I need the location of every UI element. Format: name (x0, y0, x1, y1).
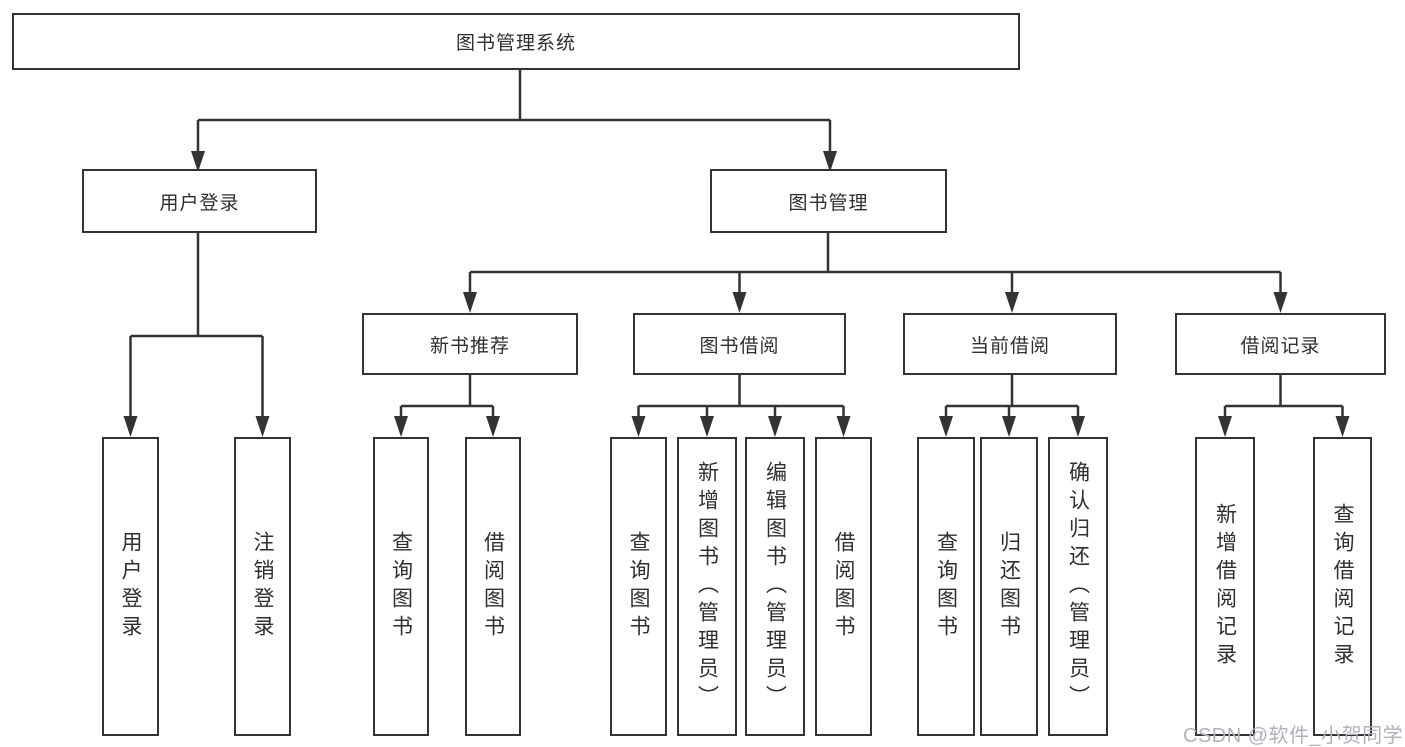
leaf-query-books-recommend-label: 查询图书 (389, 530, 413, 643)
leaf-user-login-label: 用户登录 (119, 530, 142, 643)
node-book-borrowing-label: 图书借阅 (699, 335, 780, 357)
leaf-confirm-return-admin: 确认归还（管理员） (1048, 437, 1108, 736)
leaf-query-borrow-record-label: 查询借阅记录 (1331, 502, 1354, 671)
leaf-query-books-current-label: 查询图书 (934, 530, 958, 643)
node-new-book-recommend: 新书推荐 (362, 313, 578, 375)
leaf-add-borrow-record-label: 新增借阅记录 (1213, 502, 1237, 671)
leaf-query-books-current: 查询图书 (917, 437, 975, 736)
leaf-add-book-admin-label: 新增图书（管理员） (695, 460, 719, 713)
node-root: 图书管理系统 (12, 13, 1020, 70)
node-current-borrowing-label: 当前借阅 (969, 335, 1050, 357)
node-borrowing-records: 借阅记录 (1175, 313, 1386, 375)
leaf-add-borrow-record: 新增借阅记录 (1195, 437, 1255, 736)
leaf-borrow-books-recommend: 借阅图书 (465, 437, 521, 736)
leaf-confirm-return-admin-label: 确认归还（管理员） (1066, 460, 1090, 713)
leaf-return-books-label: 归还图书 (997, 530, 1021, 643)
node-book-borrowing: 图书借阅 (633, 313, 846, 375)
leaf-user-login: 用户登录 (102, 437, 159, 736)
leaf-edit-book-admin-label: 编辑图书（管理员） (763, 460, 787, 713)
leaf-logout-label: 注销登录 (251, 530, 274, 643)
node-root-label: 图书管理系统 (455, 33, 576, 54)
leaf-add-book-admin: 新增图书（管理员） (677, 437, 737, 736)
leaf-logout: 注销登录 (234, 437, 291, 736)
leaf-borrow-books-recommend-label: 借阅图书 (481, 530, 505, 643)
leaf-query-books-borrowing-label: 查询图书 (627, 530, 650, 643)
leaf-return-books: 归还图书 (980, 437, 1038, 736)
node-user-login: 用户登录 (82, 169, 317, 233)
leaf-query-books-borrowing: 查询图书 (610, 437, 667, 736)
node-book-management: 图书管理 (710, 169, 947, 233)
leaf-query-books-recommend: 查询图书 (373, 437, 429, 736)
leaf-query-borrow-record: 查询借阅记录 (1313, 437, 1372, 736)
node-new-book-recommend-label: 新书推荐 (429, 335, 510, 357)
node-borrowing-records-label: 借阅记录 (1240, 335, 1321, 357)
leaf-borrow-books-borrowing-label: 借阅图书 (832, 530, 855, 643)
node-book-management-label: 图书管理 (788, 192, 869, 214)
leaf-borrow-books-borrowing: 借阅图书 (815, 437, 872, 736)
leaf-edit-book-admin: 编辑图书（管理员） (745, 437, 805, 736)
node-current-borrowing: 当前借阅 (903, 313, 1117, 375)
node-user-login-label: 用户登录 (159, 192, 240, 214)
watermark: CSDN @软件_小贺同学 (1183, 725, 1404, 747)
